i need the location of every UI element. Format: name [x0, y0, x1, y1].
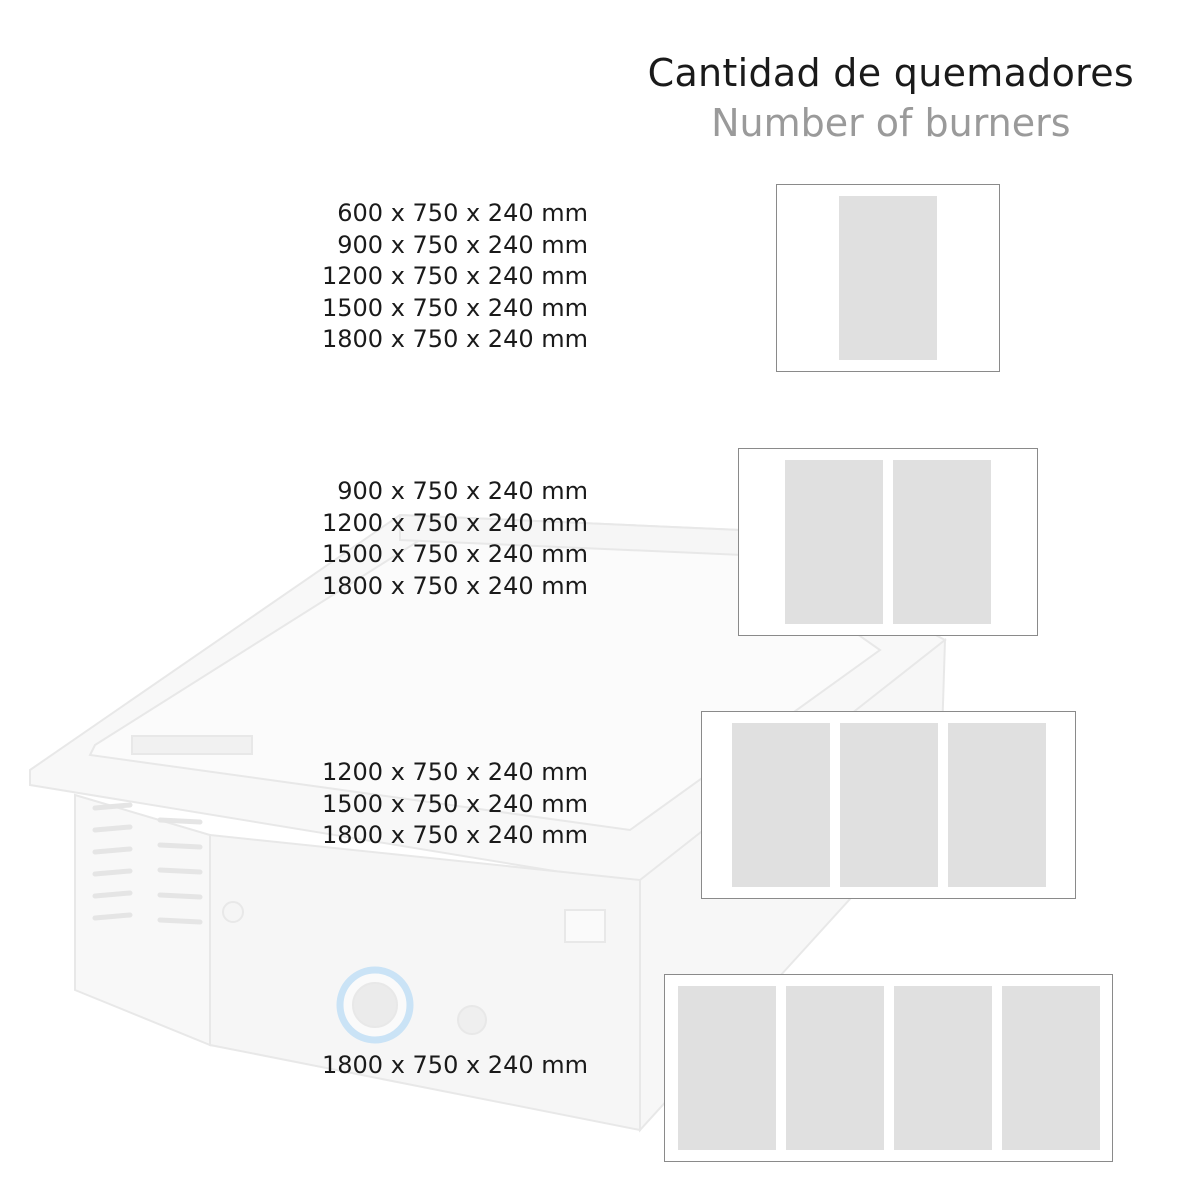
- burner-block: [785, 986, 884, 1150]
- size-label: 1800 x 750 x 240 mm: [321, 571, 588, 600]
- size-list-3-burners: 1200 x 750 x 240 mm 1500 x 750 x 240 mm …: [322, 757, 588, 852]
- title-block: Cantidad de quemadores Number of burners: [648, 48, 1134, 148]
- size-list-2-burners: 900 x 750 x 240 mm 1200 x 750 x 240 mm 1…: [322, 476, 588, 602]
- burner-block: [893, 986, 992, 1150]
- burner-diagram-1: [776, 184, 1000, 372]
- size-list-4-burners: 1800 x 750 x 240 mm: [322, 1050, 588, 1082]
- drain-slot: [131, 735, 253, 755]
- size-label: 1800 x 750 x 240 mm: [321, 821, 588, 850]
- igniter-button: [457, 1005, 487, 1035]
- size-label: 1200 x 750 x 240 mm: [321, 262, 588, 291]
- size-label: 900 x 750 x 240 mm: [337, 230, 588, 259]
- burner-diagram-2: [738, 448, 1038, 636]
- burner-block: [677, 986, 776, 1150]
- burner-block: [731, 723, 830, 887]
- size-label: 1200 x 750 x 240 mm: [321, 758, 588, 786]
- burner-block: [785, 460, 883, 624]
- front-panel: [209, 833, 641, 1132]
- size-label: 1500 x 750 x 240 mm: [321, 293, 588, 322]
- burner-block: [893, 460, 991, 624]
- burner-diagram-3: [701, 711, 1076, 899]
- size-label: 1500 x 750 x 240 mm: [321, 540, 588, 569]
- burner-block: [839, 723, 938, 887]
- size-list-1-burner: 600 x 750 x 240 mm 900 x 750 x 240 mm 12…: [322, 198, 588, 356]
- size-label: 1500 x 750 x 240 mm: [321, 789, 588, 818]
- size-label: 1200 x 750 x 240 mm: [321, 508, 588, 537]
- burner-block: [947, 723, 1046, 887]
- left-vents: [92, 802, 203, 925]
- burner-diagram-4: [664, 974, 1113, 1162]
- burner-block: [1001, 986, 1100, 1150]
- title-english: Number of burners: [711, 101, 1071, 145]
- size-label: 1800 x 750 x 240 mm: [321, 325, 588, 354]
- ce-label: [564, 909, 606, 943]
- size-label: 600 x 750 x 240 mm: [337, 199, 588, 227]
- size-label: 900 x 750 x 240 mm: [337, 477, 588, 505]
- title-spanish: Cantidad de quemadores: [647, 51, 1134, 95]
- burner-block: [839, 196, 937, 360]
- size-label: 1800 x 750 x 240 mm: [321, 1051, 588, 1079]
- control-dial-knob: [352, 982, 398, 1028]
